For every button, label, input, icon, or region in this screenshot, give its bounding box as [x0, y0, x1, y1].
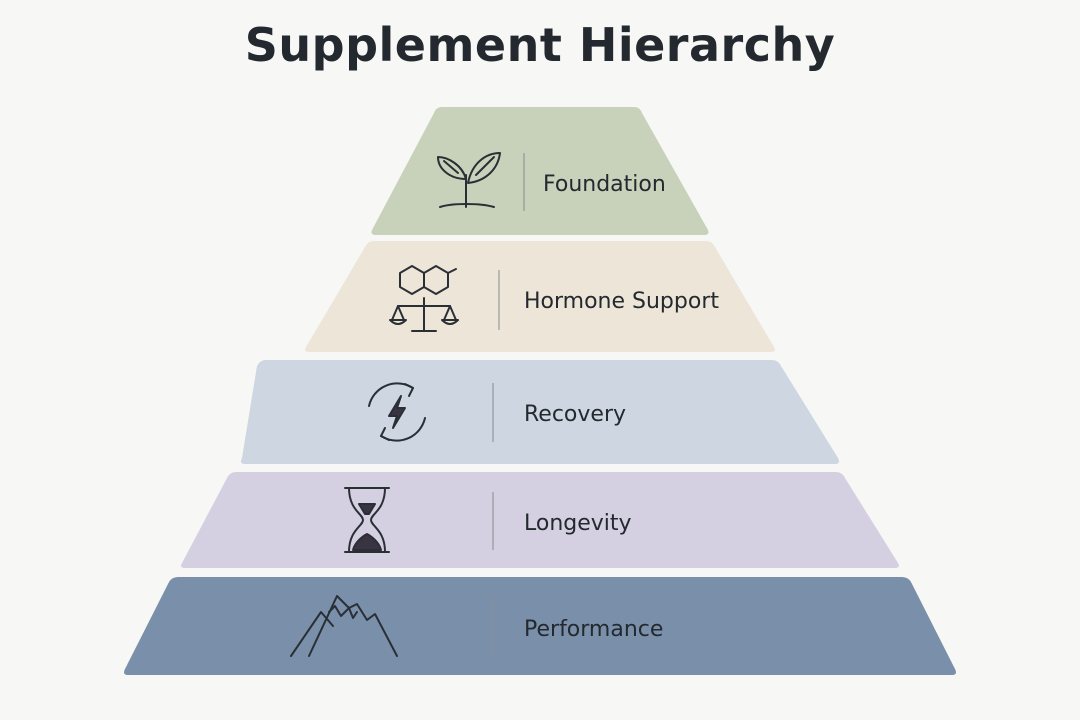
tier-recovery-label: Recovery — [524, 402, 626, 427]
tier-performance-band — [124, 577, 956, 675]
recovery-cycle-icon — [368, 382, 426, 442]
tier-foundation-label: Foundation — [543, 172, 666, 197]
tier-hormone-support-band — [305, 241, 775, 352]
tier-hormone-support-label: Hormone Support — [524, 289, 719, 314]
mountain-icon — [290, 595, 398, 657]
tier-foundation: Foundation — [371, 107, 709, 235]
tier-performance-label: Performance — [524, 617, 663, 642]
tier-longevity-label: Longevity — [524, 511, 632, 536]
page-title: Supplement Hierarchy — [244, 18, 836, 72]
sprout-icon — [437, 152, 501, 208]
molecule-scale-icon — [389, 265, 459, 332]
tier-performance: Performance — [124, 577, 956, 675]
tier-hormone-support: Hormone Support — [305, 241, 775, 352]
hourglass-icon — [344, 487, 390, 553]
tier-foundation-band — [371, 107, 709, 235]
tier-recovery-band — [241, 360, 839, 464]
tier-recovery: Recovery — [241, 360, 839, 464]
tier-longevity: Longevity — [181, 472, 899, 568]
